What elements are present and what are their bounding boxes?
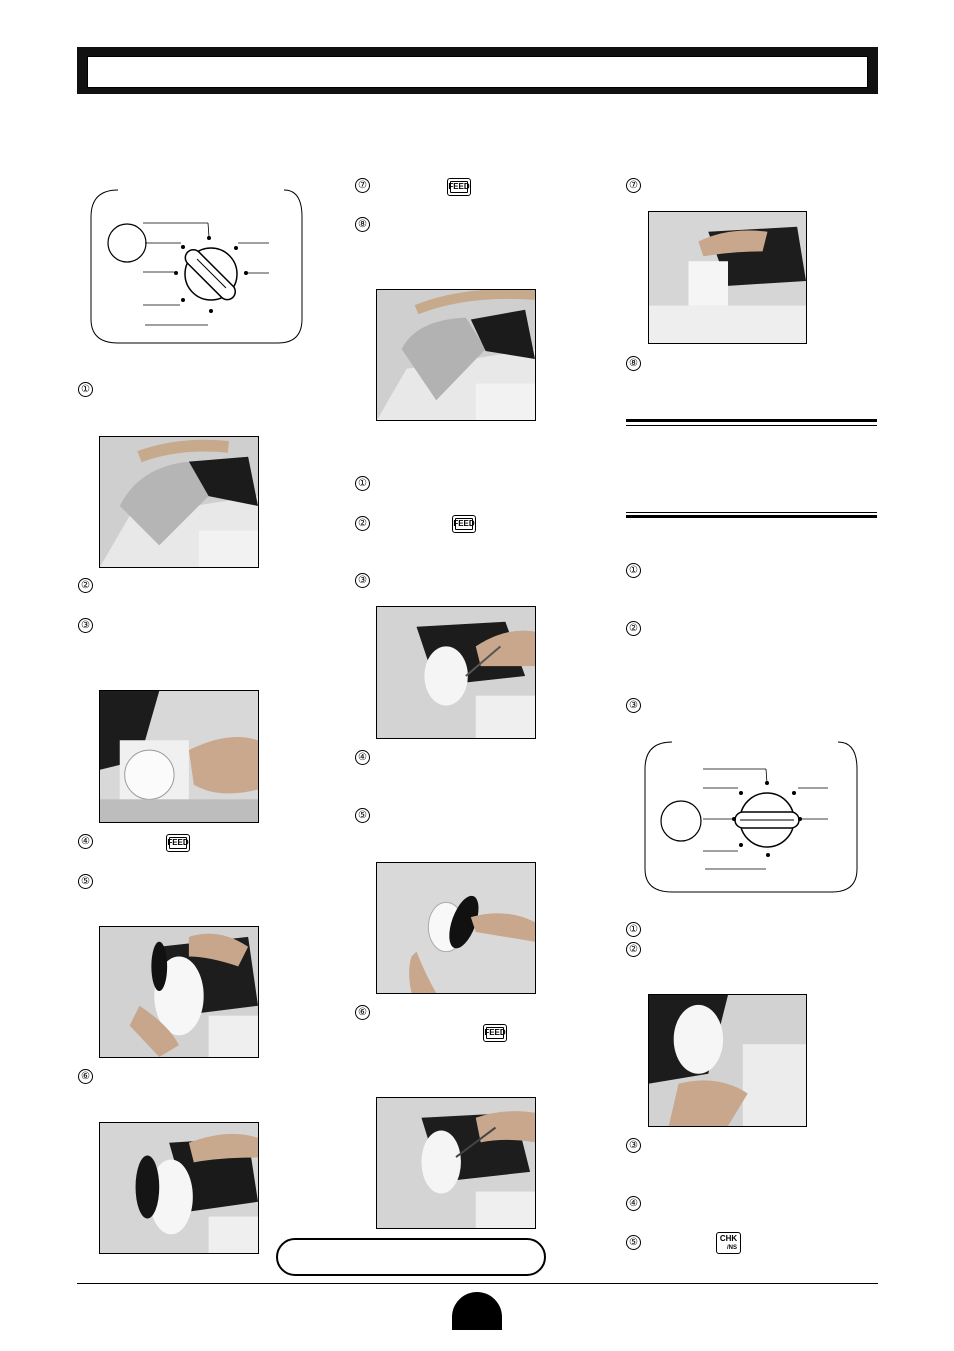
step-number: ④ <box>355 750 370 765</box>
step-number: ③ <box>626 1138 641 1153</box>
step-number: ⑦ <box>355 178 370 193</box>
step-number: ② <box>626 942 641 957</box>
photo-paper-removal <box>648 994 807 1127</box>
feed-key: FEED <box>447 178 471 196</box>
step-number: ③ <box>355 573 370 588</box>
feed-key: FEED <box>452 515 476 533</box>
header-title-box <box>87 56 868 88</box>
photo-printer-cover <box>99 436 259 568</box>
photo-paper-roll-insert <box>99 690 259 823</box>
step-number: ③ <box>626 698 641 713</box>
photo-paper-cutting <box>376 1097 536 1229</box>
step-number: ④ <box>78 834 93 849</box>
photo-cover-replaced <box>376 289 536 421</box>
chk-ns-key: CHK /NS <box>716 1232 741 1254</box>
ns-key-label: /NS <box>726 1245 737 1251</box>
step-number: ② <box>78 578 93 593</box>
page-number-tab <box>452 1292 502 1330</box>
section-rule-top-thin <box>626 425 877 426</box>
mode-switch-diagram-2 <box>644 741 858 893</box>
step-number: ⑦ <box>626 178 641 193</box>
section-rule-bottom-thin <box>626 512 877 513</box>
step-number: ⑥ <box>355 1005 370 1020</box>
section-rule-bottom-thick <box>626 515 877 518</box>
photo-receipt-roll <box>648 211 807 344</box>
step-number: ⑤ <box>626 1235 641 1250</box>
mode-switch-diagram-1 <box>90 189 303 344</box>
photo-cut-paper <box>376 606 536 739</box>
step-number: ① <box>78 382 93 397</box>
step-number: ① <box>626 922 641 937</box>
photo-take-up-reel <box>99 926 259 1058</box>
bottom-caption-box <box>276 1238 546 1276</box>
step-number: ⑧ <box>626 356 641 371</box>
photo-reel-installed <box>99 1122 259 1254</box>
section-rule-top-thick <box>626 419 877 422</box>
step-number: ⑧ <box>355 217 370 232</box>
step-number: ② <box>355 516 370 531</box>
step-number: ② <box>626 621 641 636</box>
step-number: ① <box>626 563 641 578</box>
step-number: ③ <box>78 618 93 633</box>
step-number: ④ <box>626 1196 641 1211</box>
step-number: ⑤ <box>78 874 93 889</box>
step-number: ① <box>355 476 370 491</box>
step-number: ⑥ <box>78 1069 93 1084</box>
photo-remove-reel-plate <box>376 862 536 994</box>
step-number: ⑤ <box>355 808 370 823</box>
footer-rule <box>77 1283 878 1284</box>
feed-key: FEED <box>166 834 190 852</box>
chk-key-label: CHK <box>719 1234 738 1243</box>
feed-key: FEED <box>483 1024 507 1042</box>
